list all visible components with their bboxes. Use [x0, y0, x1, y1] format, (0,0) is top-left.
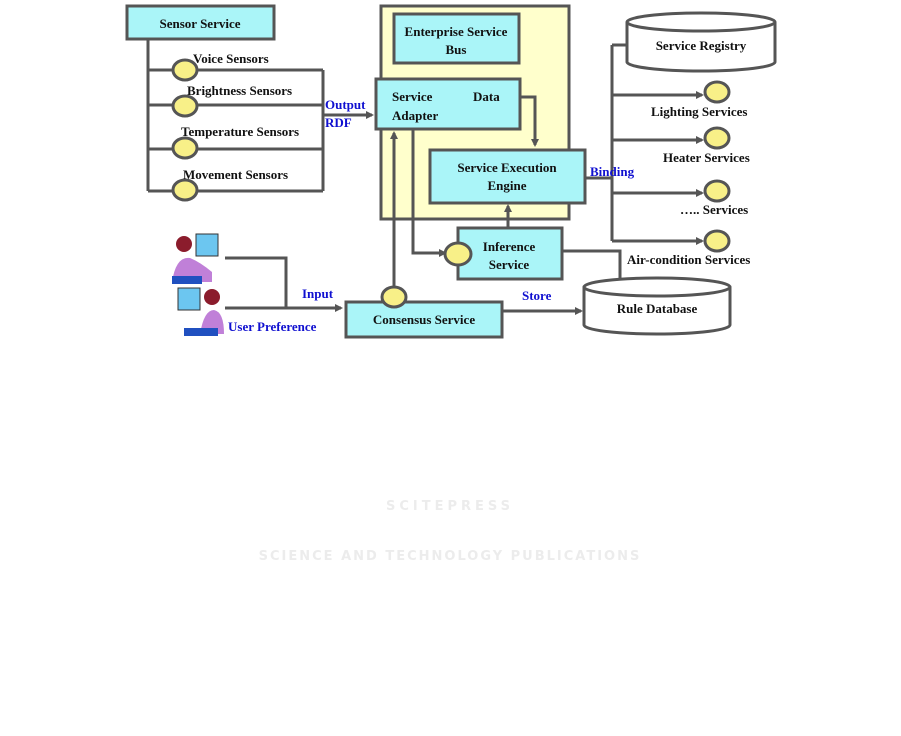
brightness-sensor-node	[173, 96, 197, 116]
svg-text:Service: Service	[392, 89, 433, 104]
svg-text:Inference: Inference	[483, 239, 536, 254]
service-label: Lighting Services	[651, 104, 747, 119]
service-label: Heater Services	[663, 150, 750, 165]
rule-database: Rule Database	[584, 278, 730, 334]
other-service-node	[705, 181, 729, 201]
user-icon	[178, 288, 224, 336]
svg-text:Binding: Binding	[590, 164, 635, 179]
sensor-label: Movement Sensors	[183, 167, 288, 182]
svg-text:Adapter: Adapter	[392, 108, 438, 123]
svg-text:Service Registry: Service Registry	[656, 38, 747, 53]
svg-text:Sensor Service: Sensor Service	[160, 16, 241, 31]
sensor-label: Brightness Sensors	[187, 83, 292, 98]
heater-service-node	[705, 128, 729, 148]
aircon-service-node	[705, 231, 729, 251]
svg-text:Engine: Engine	[487, 178, 526, 193]
svg-text:SCITEPRESS: SCITEPRESS	[386, 499, 514, 514]
svg-text:Bus: Bus	[446, 42, 467, 57]
svg-text:Rule Database: Rule Database	[617, 301, 698, 316]
sensor-label: Temperature Sensors	[181, 124, 299, 139]
temperature-sensor-node	[173, 138, 197, 158]
svg-text:Input: Input	[302, 286, 334, 301]
watermark: SCITEPRESS SCIENCE AND TECHNOLOGY PUBLIC…	[259, 499, 642, 564]
svg-text:Enterprise Service: Enterprise Service	[405, 24, 508, 39]
sensor-label: Voice Sensors	[193, 51, 269, 66]
svg-text:Service Execution: Service Execution	[457, 160, 557, 175]
svg-text:Store: Store	[522, 288, 552, 303]
movement-sensor-node	[173, 180, 197, 200]
svg-text:Consensus Service: Consensus Service	[373, 312, 475, 327]
service-label: ….. Services	[680, 202, 748, 217]
svg-text:SCIENCE AND TECHNOLOGY PUBLICA: SCIENCE AND TECHNOLOGY PUBLICATIONS	[259, 549, 642, 564]
svg-text:RDF: RDF	[325, 115, 352, 130]
consensus-node	[382, 287, 406, 307]
service-execution-engine-box	[430, 150, 585, 203]
service-registry: Service Registry	[627, 13, 775, 71]
svg-text:Output: Output	[325, 97, 366, 112]
service-label: Air-condition Services	[627, 252, 750, 267]
svg-text:Data: Data	[473, 89, 500, 104]
user-icon	[172, 234, 218, 284]
inference-node	[445, 243, 471, 265]
svg-text:Service: Service	[489, 257, 530, 272]
svg-text:User Preference: User Preference	[228, 319, 317, 334]
lighting-service-node	[705, 82, 729, 102]
